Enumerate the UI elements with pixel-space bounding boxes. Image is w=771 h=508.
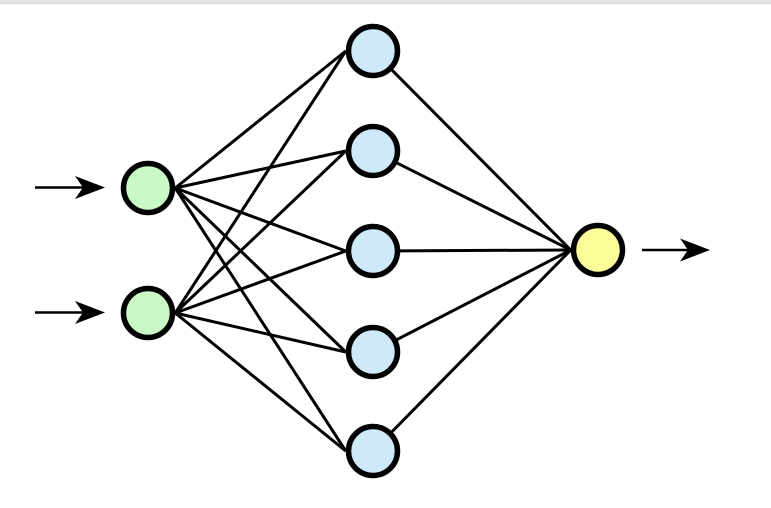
edge-input1-hidden4: [174, 186, 347, 354]
hidden-node-5: [345, 423, 401, 479]
edge-input1-hidden5: [173, 187, 348, 452]
input-node-2: [120, 285, 176, 341]
input-arrow-2-head-icon: [75, 301, 105, 324]
edge-input2-hidden5: [174, 311, 347, 453]
hidden-node-3: [345, 223, 401, 279]
edge-input1-hidden3: [174, 186, 347, 253]
hidden-node-2: [345, 123, 401, 179]
output-arrow-head-icon: [680, 238, 710, 262]
edge-input1-hidden1: [174, 49, 347, 190]
edge-hidden3-output1: [372, 248, 571, 253]
input-arrow-1-head-icon: [75, 176, 105, 199]
hidden-node-4: [345, 324, 401, 380]
edge-hidden5-output1: [371, 248, 572, 453]
edge-input2-hidden4: [174, 311, 347, 354]
edge-input2-hidden1: [173, 50, 348, 314]
input-node-1: [120, 160, 176, 216]
edge-hidden2-output1: [372, 149, 572, 252]
window-top-strip: [0, 0, 771, 4]
edge-input1-hidden2: [174, 149, 347, 190]
edge-input2-hidden2: [174, 149, 347, 315]
edge-input2-hidden3: [174, 249, 347, 315]
edge-hidden4-output1: [372, 248, 572, 354]
hidden-node-1: [345, 23, 401, 79]
edge-hidden1-output1: [371, 49, 572, 252]
output-node-1: [570, 222, 626, 278]
